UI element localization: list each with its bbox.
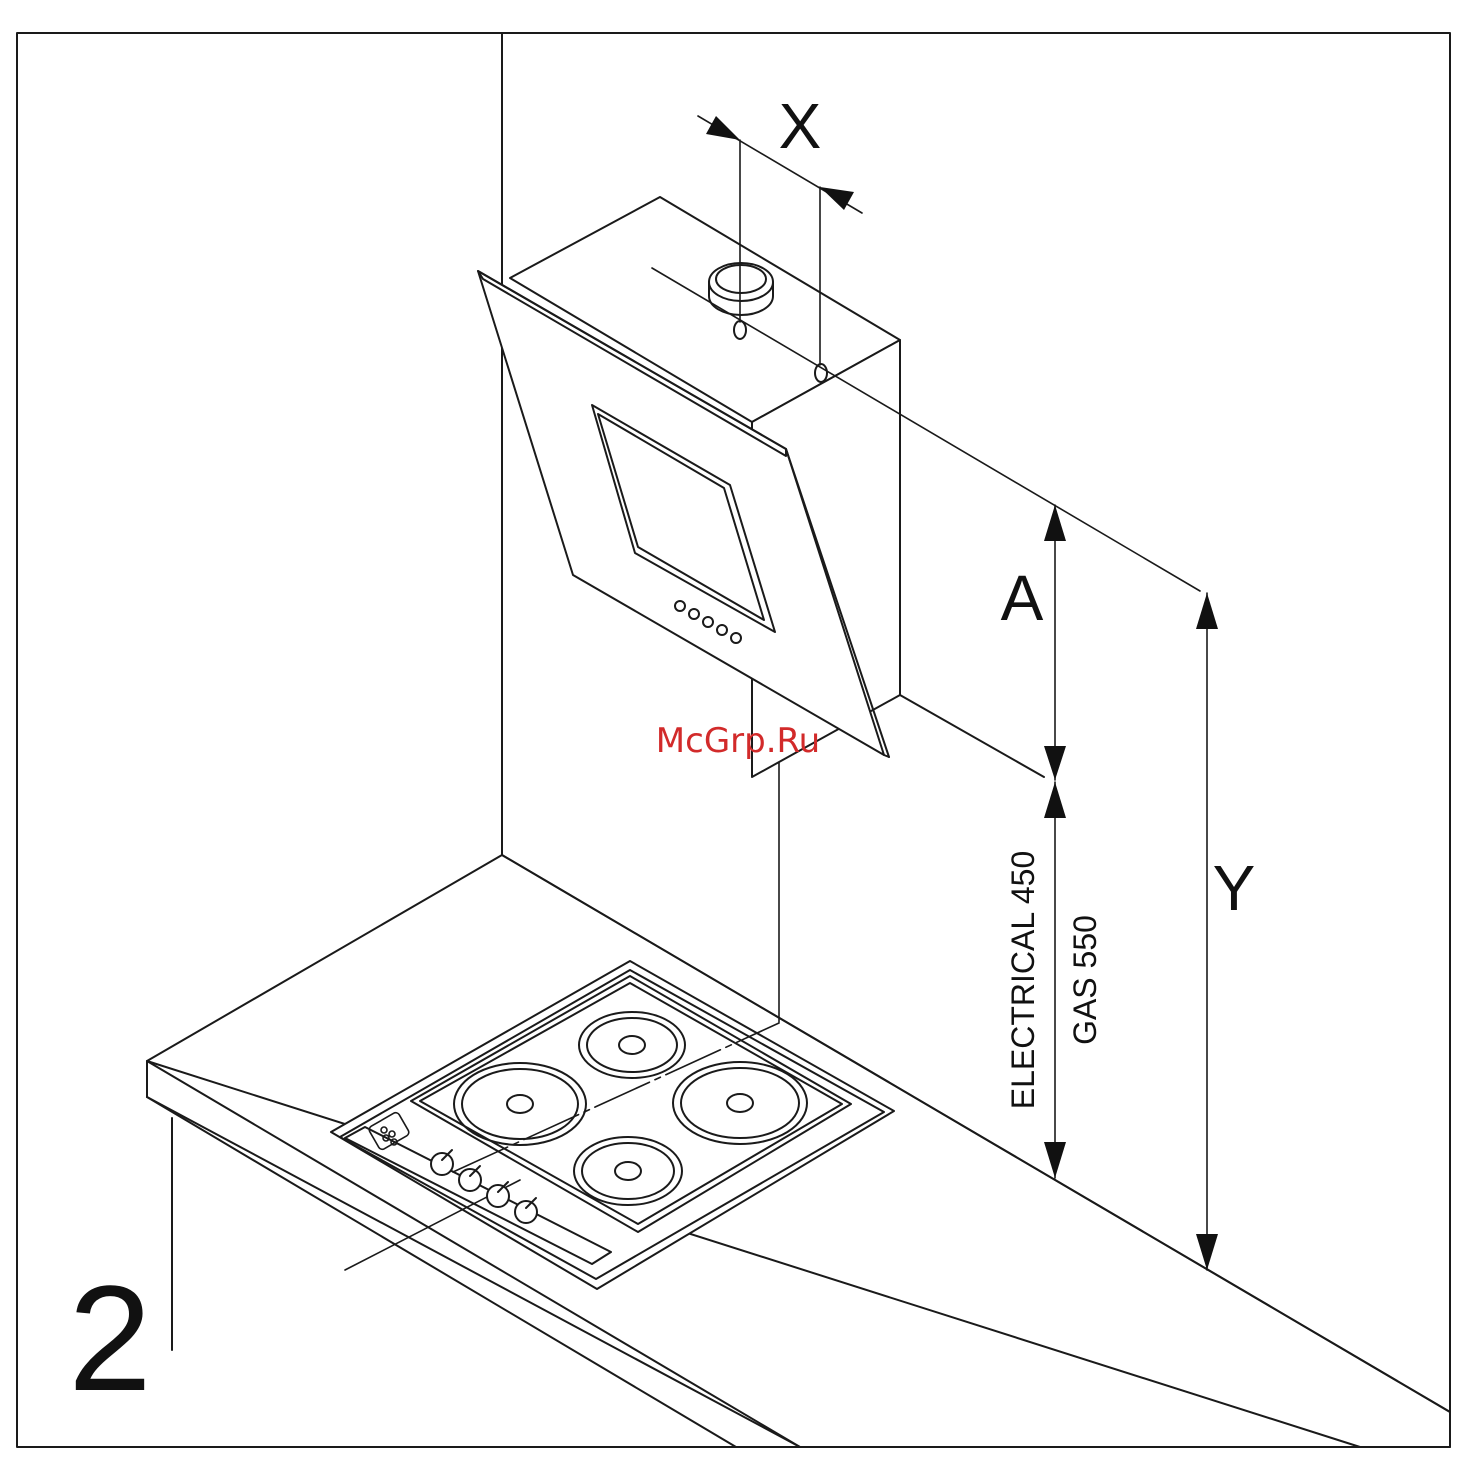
label-y: Y xyxy=(1213,852,1256,924)
mounting-hole-left xyxy=(734,321,746,339)
label-x: X xyxy=(779,90,822,162)
label-electrical-clearance: ELECTRICAL 450 xyxy=(1005,851,1041,1109)
label-gas-clearance: GAS 550 xyxy=(1067,915,1103,1045)
figure-number: 2 xyxy=(68,1254,151,1422)
watermark-text: McGrp.Ru xyxy=(656,721,820,761)
a-dimension xyxy=(1044,505,1066,780)
clearance-dimension xyxy=(1044,782,1066,1178)
y-dimension xyxy=(1196,593,1218,1270)
label-a: A xyxy=(1001,562,1044,634)
